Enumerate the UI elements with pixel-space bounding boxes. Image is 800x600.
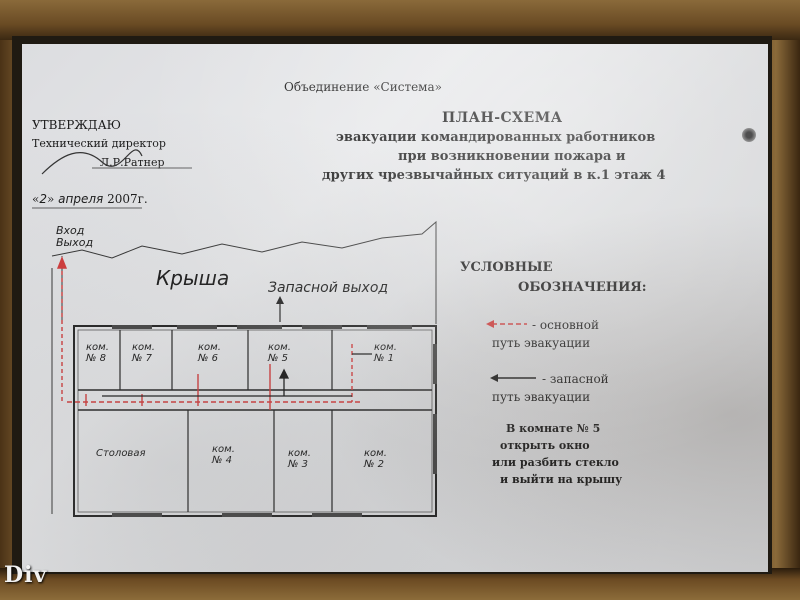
legend-spare-route-desc: путь эвакуации (492, 390, 591, 404)
legend-main-route-desc: путь эвакуации (492, 336, 591, 350)
room-4-label: ком.№ 4 (212, 444, 235, 466)
plan-subtitle-line-3: других чрезвычайных ситуаций в к.1 этаж … (322, 168, 666, 183)
roof-outline (51, 220, 437, 324)
legend-main-route-label: - основной (532, 318, 600, 332)
plan-subtitle-line-1: эвакуации командированных работников (336, 130, 656, 145)
approval-date-year: 2007г. (107, 192, 148, 206)
mounting-screw-icon (742, 128, 756, 142)
plan-title: ПЛАН-СХЕМА (442, 110, 563, 126)
legend-subtitle: ОБОЗНАЧЕНИЯ: (518, 280, 647, 295)
plan-subtitle-line-2: при возникновении пожара и (398, 149, 626, 164)
approval-position: Технический директор (32, 137, 166, 150)
main-evacuation-route (56, 256, 362, 410)
instruction-line-3: или разбить стекло (492, 456, 619, 469)
room-5-label: ком.№ 5 (268, 342, 291, 364)
signature-mark (41, 149, 143, 175)
approval-date: «2» апреля 2007г. (32, 192, 148, 206)
instruction-line-4: и выйти на крышу (500, 473, 623, 486)
approval-date-month: апреля (58, 192, 104, 206)
watermark: Div (4, 562, 48, 588)
spare-evacuation-route (102, 353, 372, 397)
roof-label: Крыша (156, 266, 230, 290)
frame-top-rail (0, 0, 800, 40)
approval-heading: УТВЕРЖДАЮ (32, 118, 121, 132)
organization-name: Объединение «Система» (284, 80, 443, 94)
legend-spare-route-label: - запасной (542, 372, 609, 386)
instruction-line-2: открыть окно (500, 439, 590, 452)
approval-date-day: 2 (39, 192, 47, 206)
legend-title: УСЛОВНЫЕ (460, 260, 553, 275)
room-2-label: ком.№ 2 (364, 448, 387, 470)
canteen-label: Столовая (96, 448, 146, 459)
room-8-label: ком.№ 8 (86, 342, 109, 364)
floor-plan-drawing (32, 149, 536, 517)
room-1-label: ком.№ 1 (374, 342, 397, 364)
legend-spare-route-arrow (490, 374, 536, 382)
evacuation-plan-sheet: Объединение «Система» ПЛАН-СХЕМА эвакуац… (22, 44, 768, 572)
room-3-label: ком.№ 3 (288, 448, 311, 470)
room-6-label: ком.№ 6 (198, 342, 221, 364)
room-7-label: ком.№ 7 (132, 342, 155, 364)
legend-main-route-arrow (486, 320, 527, 328)
exit-label-line-2: Выход (56, 236, 94, 249)
instruction-line-1: В комнате № 5 (506, 422, 601, 435)
exit-label-line-1: Вход (56, 224, 85, 237)
spare-exit-label: Запасной выход (268, 280, 389, 296)
